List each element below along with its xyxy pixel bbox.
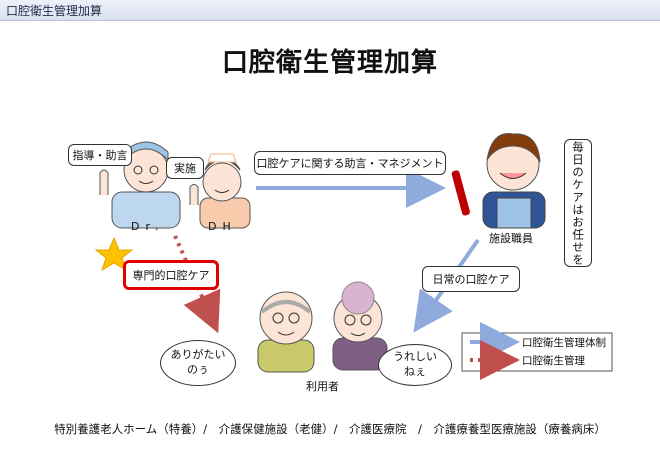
advice-management-box: 口腔ケアに関する助言・マネジメント (254, 151, 446, 175)
happy-bubble: うれしい ねぇ (378, 344, 452, 386)
doctor-illustration (99, 141, 181, 229)
dr-label: Dr. (131, 220, 165, 233)
grateful-line-1: ありがたい (170, 348, 226, 362)
dh-illustration (189, 153, 251, 229)
header-tab-label: 口腔衛生管理加算 (6, 4, 103, 18)
happy-line-1: うれしい (393, 350, 437, 364)
specialist-care-box: 専門的口腔ケア (123, 260, 219, 290)
staff-illustration (451, 133, 546, 229)
users-illustration (257, 281, 388, 373)
header-bar: 口腔衛生管理加算 (0, 0, 660, 21)
page-title: 口腔衛生管理加算 (221, 48, 438, 78)
guidance-bubble: 指導・助言 (68, 144, 132, 166)
dh-label: DH (208, 220, 237, 233)
legend-management-label: 口腔衛生管理 (522, 355, 585, 367)
facility-types-footer: 特別養護老人ホーム（特養）/ 介護保健施設（老健）/ 介護医療院 / 介護療養型… (54, 422, 606, 436)
legend-system-label: 口腔衛生管理体制 (522, 337, 606, 349)
daily-care-box: 日常の口腔ケア (422, 266, 520, 292)
happy-line-2: ねぇ (404, 365, 426, 378)
staff-label: 施設職員 (489, 232, 533, 245)
grateful-bubble: ありがたい のぅ (160, 340, 236, 386)
grateful-line-2: のぅ (187, 363, 209, 376)
user-label: 利用者 (306, 380, 339, 393)
execution-bubble: 実施 (166, 157, 204, 179)
leave-it-bubble: 毎日のケアはお任せを (564, 139, 592, 267)
